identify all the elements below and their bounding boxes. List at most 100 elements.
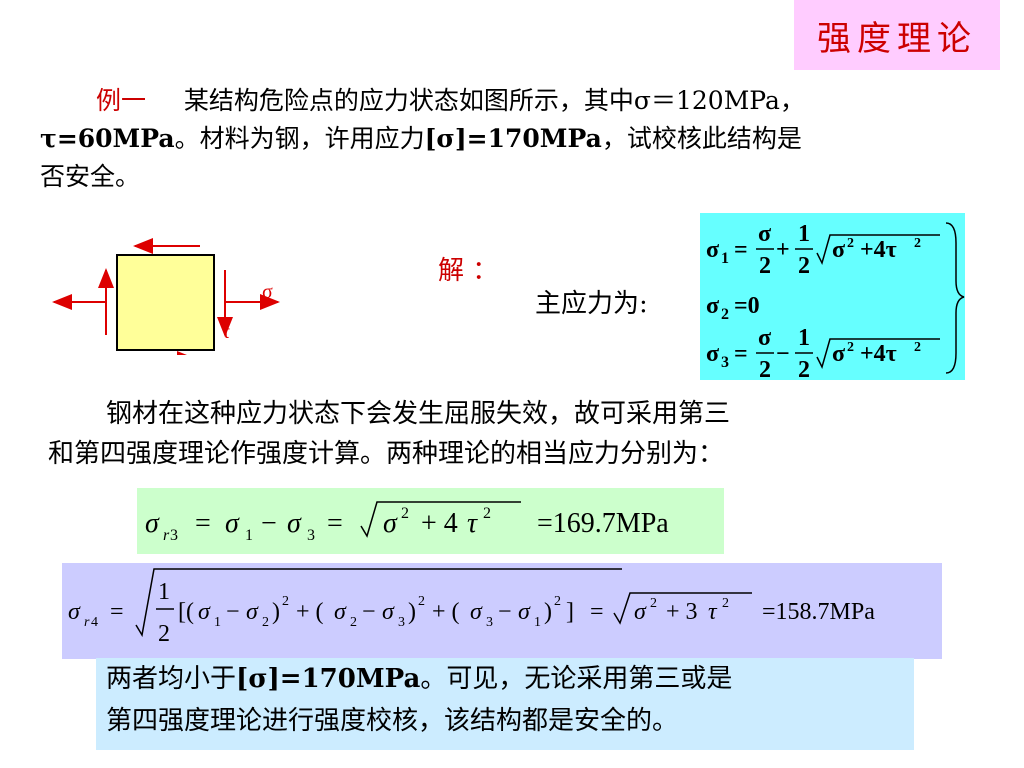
svg-text:3: 3: [398, 615, 405, 630]
svg-text:+ (: + (: [432, 599, 460, 625]
conclusion-line1c: 。可见，无论采用第三或是: [420, 664, 733, 694]
svg-text:+ (: + (: [296, 599, 324, 625]
svg-text:σ: σ: [287, 508, 302, 539]
svg-text:σ: σ: [246, 599, 259, 625]
tau-value: τ=60MPa: [40, 124, 175, 153]
stress-element-diagram: σ τ: [52, 238, 280, 355]
svg-text:σ: σ: [383, 508, 398, 539]
sigma-label: σ: [262, 281, 273, 303]
explanation: 钢材在这种应力状态下会发生屈服失效，故可采用第三 和第四强度理论作强度计算。两种…: [48, 394, 988, 474]
third-theory-result: =169.7MPa: [537, 508, 669, 539]
svg-text:2: 2: [650, 596, 657, 611]
conclusion-line1a: 两者均小于: [106, 664, 237, 694]
svg-text:2: 2: [401, 505, 409, 522]
svg-text:1: 1: [798, 221, 810, 247]
conclusion-line2: 第四强度理论进行强度校核，该结构都是安全的。: [106, 706, 679, 736]
sigma2-value: =0: [734, 293, 760, 319]
svg-text:[(: [(: [178, 599, 194, 625]
svg-text:+4τ: +4τ: [860, 341, 897, 367]
svg-text:2: 2: [914, 340, 921, 355]
solution-label: 解 ：: [438, 256, 499, 286]
svg-text:−: −: [362, 599, 376, 625]
svg-text:2: 2: [847, 340, 854, 355]
svg-text:2: 2: [350, 615, 357, 630]
allowable-stress: [σ]=170MPa: [424, 124, 602, 153]
sigma2-sub: 2: [721, 306, 729, 323]
svg-text:σ: σ: [634, 599, 647, 625]
sigma2-symbol: σ: [706, 293, 719, 319]
svg-text:1: 1: [214, 615, 221, 630]
svg-text:): ): [272, 599, 280, 625]
svg-text:τ: τ: [467, 508, 478, 539]
svg-text:2: 2: [759, 253, 771, 279]
svg-text:=: =: [734, 237, 748, 263]
problem-line2d: ，试校核此结构是: [601, 124, 802, 153]
svg-text:2: 2: [418, 594, 425, 609]
svg-text:σ: σ: [198, 599, 211, 625]
conclusion-box: 两者均小于[σ]=170MPa。可见，无论采用第三或是 第四强度理论进行强度校核…: [96, 658, 914, 750]
svg-text:+4τ: +4τ: [860, 237, 897, 263]
svg-text:2: 2: [262, 615, 269, 630]
svg-text:−: −: [498, 599, 512, 625]
svg-text:σ: σ: [68, 599, 81, 625]
svg-text:): ): [544, 599, 552, 625]
svg-text:r: r: [163, 527, 170, 544]
tau-label: τ: [222, 321, 230, 343]
svg-text:2: 2: [282, 594, 289, 609]
svg-text:1: 1: [798, 325, 810, 351]
svg-text:1: 1: [245, 527, 253, 544]
svg-text:2: 2: [554, 594, 561, 609]
svg-text:σ: σ: [706, 341, 719, 367]
svg-text:2: 2: [722, 596, 729, 611]
sigma1-sub: 1: [721, 250, 729, 267]
svg-text:2: 2: [798, 357, 810, 380]
svg-text:=: =: [110, 599, 124, 625]
problem-line1: 某结构危险点的应力状态如图所示，其中σ＝120MPa，: [183, 86, 805, 115]
page-title: 强度理论: [794, 0, 1000, 70]
svg-text:σ: σ: [145, 508, 160, 539]
svg-text:3: 3: [170, 527, 178, 544]
svg-text:σ: σ: [832, 341, 845, 367]
svg-text:σ: σ: [758, 325, 771, 351]
svg-text:−: −: [776, 341, 790, 367]
svg-text:σ: σ: [225, 508, 240, 539]
svg-text:+: +: [776, 237, 790, 263]
svg-text:2: 2: [847, 236, 854, 251]
explanation-line1: 钢材在这种应力状态下会发生屈服失效，故可采用第三: [106, 399, 731, 429]
svg-text:2: 2: [158, 621, 170, 647]
stress-element-square: [116, 254, 215, 351]
fourth-theory-result: =158.7MPa: [762, 599, 875, 625]
svg-text:σ: σ: [334, 599, 347, 625]
svg-text:−: −: [226, 599, 240, 625]
problem-label: 例一: [96, 86, 147, 115]
svg-text:σ: σ: [382, 599, 395, 625]
explanation-line2: 和第四强度理论作强度计算。两种理论的相当应力分别为：: [48, 439, 725, 469]
sigma3-sub: 3: [721, 354, 729, 371]
svg-text:=: =: [734, 341, 748, 367]
svg-text:=: =: [327, 508, 343, 539]
svg-text:2: 2: [914, 236, 921, 251]
svg-text:]: ]: [566, 599, 574, 625]
svg-text:3: 3: [486, 615, 493, 630]
problem-statement: 例一 某结构危险点的应力状态如图所示，其中σ＝120MPa， τ=60MPa。材…: [40, 82, 1000, 196]
svg-text:=: =: [195, 508, 211, 539]
svg-text:1: 1: [534, 615, 541, 630]
sigma1-symbol: σ: [706, 237, 719, 263]
svg-text:=: =: [590, 599, 604, 625]
svg-text:−: −: [261, 508, 277, 539]
svg-text:r: r: [84, 615, 90, 630]
svg-text:1: 1: [158, 579, 170, 605]
problem-line2b: 。材料为钢，许用应力: [174, 124, 425, 153]
svg-text:2: 2: [759, 357, 771, 380]
svg-text:4: 4: [91, 615, 98, 630]
svg-text:σ: σ: [758, 221, 771, 247]
svg-text:+ 3: + 3: [666, 599, 698, 625]
svg-text:2: 2: [798, 253, 810, 279]
svg-text:2: 2: [483, 505, 491, 522]
problem-line3: 否安全。: [40, 162, 141, 191]
conclusion-allowable: [σ]=170MPa: [236, 664, 421, 694]
